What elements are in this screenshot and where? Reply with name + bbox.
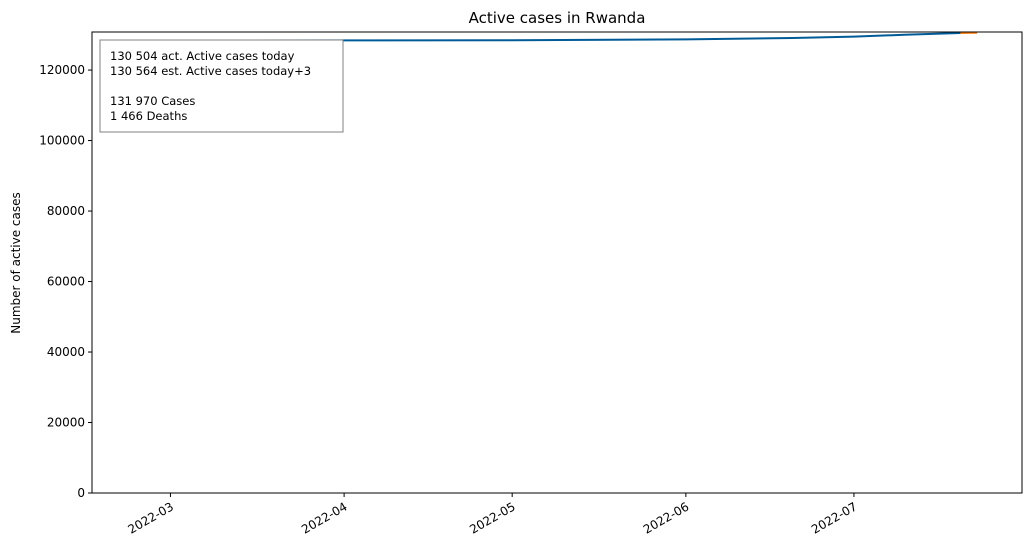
- info-box-frame: [99, 39, 344, 133]
- plot-frame: [91, 31, 1023, 494]
- y-tick-label: 100000: [39, 134, 85, 148]
- y-tick-label: 20000: [47, 416, 85, 430]
- info-line-cases: 131 970 Cases: [110, 94, 195, 108]
- series-line-active-cases: [131, 32, 961, 42]
- x-tick-label: 2022-06: [641, 499, 691, 536]
- chart-title: Active cases in Rwanda: [469, 9, 646, 27]
- plot-marks: [131, 31, 978, 42]
- y-tick-label: 120000: [39, 63, 85, 77]
- y-axis: 0 20000 40000 60000 80000 100000 120000: [39, 63, 92, 500]
- x-axis: 2022-03 2022-04 2022-05 2022-06 2022-07: [126, 493, 859, 537]
- y-tick-label: 40000: [47, 345, 85, 359]
- info-line-active-today: 130 504 act. Active cases today: [110, 49, 295, 63]
- x-tick-label: 2022-04: [299, 499, 349, 536]
- info-line-estimate: 130 564 est. Active cases today+3: [110, 64, 311, 78]
- y-tick-label: 80000: [47, 204, 85, 218]
- y-tick-label: 60000: [47, 275, 85, 289]
- x-tick-label: 2022-03: [126, 499, 176, 536]
- x-tick-label: 2022-05: [467, 499, 517, 536]
- y-axis-label: Number of active cases: [9, 192, 23, 334]
- x-tick-label: 2022-07: [809, 499, 859, 536]
- info-box: 130 504 act. Active cases today 130 564 …: [99, 39, 344, 133]
- info-line-deaths: 1 466 Deaths: [110, 109, 187, 123]
- y-tick-label: 0: [77, 486, 85, 500]
